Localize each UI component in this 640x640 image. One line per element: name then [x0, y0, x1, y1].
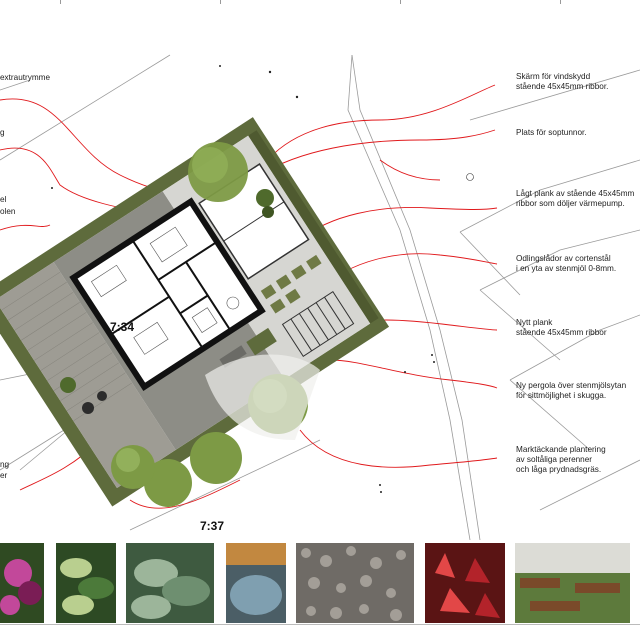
photo-japanese-maple	[425, 543, 505, 623]
photo-gravel	[296, 543, 414, 623]
note-odlingslador: Odlingslådor av cortenstål i en yta av s…	[516, 254, 617, 273]
photo-corten-beds	[515, 543, 630, 623]
border-tick	[220, 0, 221, 4]
interior-walls	[109, 239, 232, 350]
site-plan-drawing	[0, 54, 640, 540]
paved-path	[205, 354, 320, 440]
photo-hosta-variegated	[56, 543, 116, 623]
note-extrautrymme: extrautrymme	[0, 73, 51, 82]
survey-points	[51, 65, 435, 493]
note-nytt-plank: Nytt plank stående 45x45mm ribbor	[516, 318, 607, 337]
photo-blue-fescue	[226, 543, 286, 623]
note-fragment-er: er	[0, 471, 8, 480]
deck	[0, 262, 176, 489]
outdoor-table	[219, 345, 247, 368]
photo-strip-border	[0, 624, 640, 625]
house-label: 7:34	[110, 320, 135, 334]
border-tick	[400, 0, 401, 4]
note-marktackande: Marktäckande plantering av soltåliga per…	[516, 445, 606, 474]
border-tick	[60, 0, 61, 4]
note-vindskydd: Skärm för vindskydd stående 45x45mm ribb…	[516, 72, 609, 91]
note-pergola: Ny pergola över stenmjölsytan för sittmö…	[516, 381, 627, 400]
photo-hosta-blue	[126, 543, 214, 623]
note-fragment-g: g	[0, 128, 5, 137]
survey-marker-icon	[466, 173, 474, 181]
pergola	[281, 291, 355, 357]
note-fragment-el: el	[0, 195, 7, 204]
note-lagt-plank: Lågt plank av stående 45x45mm ribbor som…	[516, 189, 635, 208]
furniture	[90, 226, 240, 355]
raised-beds	[260, 254, 322, 314]
note-soptunnor: Plats för soptunnor.	[516, 128, 587, 137]
border-tick	[560, 0, 561, 4]
photo-rhododendron	[0, 543, 44, 623]
note-fragment-olen: olen	[0, 207, 16, 216]
lot-label: 7:37	[200, 519, 225, 533]
note-fragment-ng: ng	[0, 460, 10, 469]
